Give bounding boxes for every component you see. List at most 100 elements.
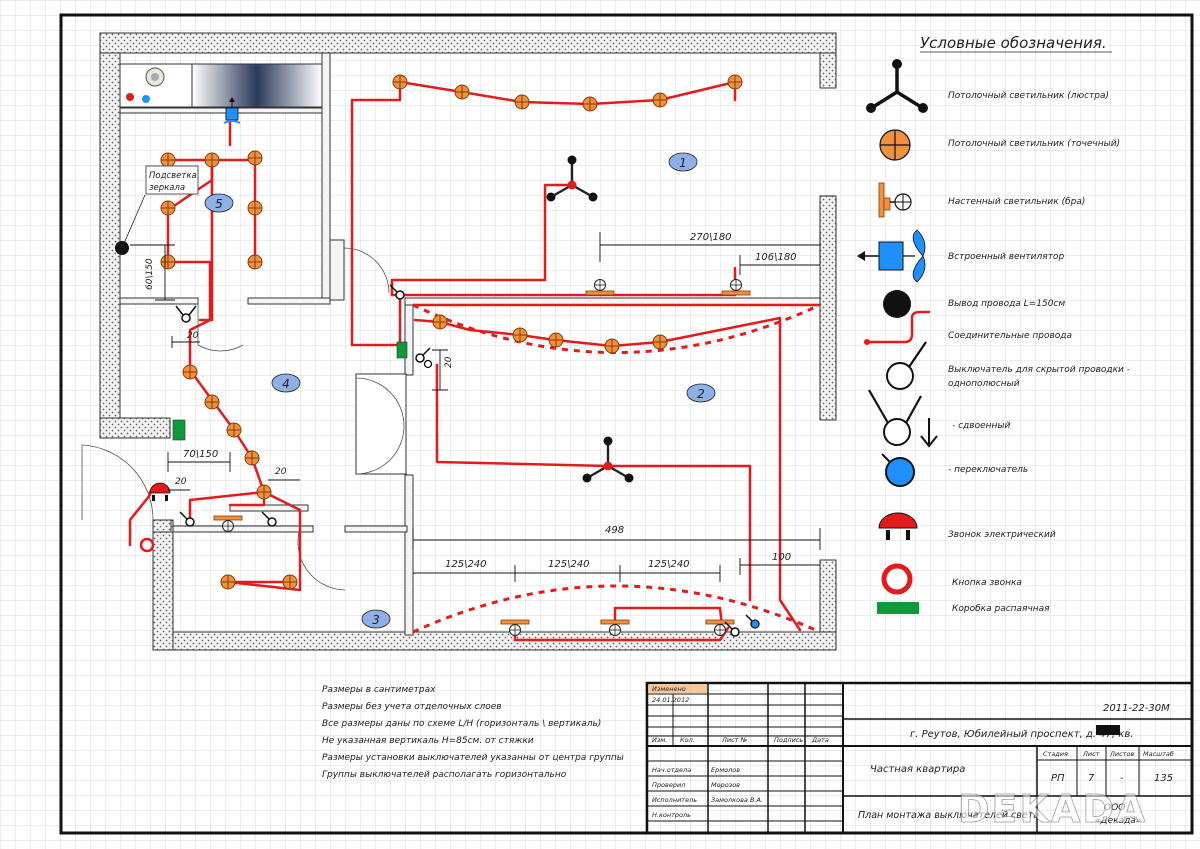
legend-label-0: Потолочный светильник (люстра) bbox=[948, 91, 1109, 101]
bell-icon bbox=[878, 512, 918, 540]
room-label-4: 4 bbox=[282, 377, 290, 391]
note-3: Не указанная вертикаль H=85см. от стяжки bbox=[322, 736, 534, 746]
tb-hdr-kol: Кол. bbox=[680, 736, 695, 744]
note-2: Все размеры даны по схеме L/H (горизонта… bbox=[322, 719, 601, 729]
dimension-lines bbox=[130, 232, 821, 582]
fan-icon bbox=[857, 229, 926, 283]
room-label-1: 1 bbox=[679, 156, 687, 170]
bell-button-icon bbox=[881, 563, 913, 595]
tb-changed-label: Изменено bbox=[652, 685, 686, 693]
legend-label-2: Настенный светильник (бра) bbox=[948, 197, 1085, 207]
tb-code: 2011-22-30М bbox=[1103, 703, 1170, 714]
mirror-note-line-2: зеркала bbox=[149, 183, 185, 193]
tb-role-0: Нач.отдела bbox=[652, 766, 691, 774]
tb-val-list: 7 bbox=[1088, 773, 1095, 784]
tb-role-3: Н.контроль bbox=[652, 811, 691, 819]
door-bell bbox=[149, 482, 171, 501]
dim-100: 100 bbox=[772, 552, 791, 563]
bath-fan bbox=[223, 97, 241, 124]
wall-light-icon bbox=[878, 182, 912, 218]
note-0: Размеры в сантиметрах bbox=[322, 685, 436, 695]
dim-20-a: 20 bbox=[187, 331, 199, 341]
spot-light-icon bbox=[879, 129, 911, 161]
tb-org-1: ООО bbox=[1104, 803, 1125, 813]
tb-val-stadia: РП bbox=[1051, 773, 1065, 784]
dim-70-150: 70\150 bbox=[183, 449, 218, 460]
dim-270-180: 270\180 bbox=[690, 232, 732, 243]
dimension-labels: 270\180 106\180 498 125\240 125\240 125\… bbox=[145, 232, 797, 570]
switches bbox=[175, 284, 760, 637]
wire-icon bbox=[867, 310, 930, 344]
tb-hdr-izm: Изм. bbox=[652, 736, 667, 744]
legend-title: Условные обозначения. bbox=[920, 34, 1107, 52]
tb-name-1: Морозов bbox=[711, 781, 740, 789]
mirror-note-line-1: Подсветка bbox=[149, 171, 197, 181]
tb-col-list: Лист bbox=[1082, 750, 1100, 758]
tb-address: г. Реутов, Юбилейный проспект, д. 47, кв… bbox=[910, 728, 1133, 740]
dim-106-180: 106\180 bbox=[755, 252, 797, 263]
chandelier-icon bbox=[866, 59, 928, 113]
junction-box-corridor bbox=[396, 341, 408, 359]
note-4: Размеры установки выключателей указанны … bbox=[322, 753, 624, 763]
tb-val-listov: - bbox=[1120, 773, 1124, 784]
dim-125-240-b: 125\240 bbox=[548, 559, 590, 570]
bell-button bbox=[139, 537, 155, 553]
dim-20-c: 20 bbox=[175, 477, 187, 487]
legend-label-11: Коробка распаячная bbox=[952, 604, 1050, 614]
bathroom-fixtures bbox=[119, 63, 323, 108]
dim-60-150: 60\150 bbox=[145, 258, 155, 290]
tb-hdr-podpis: Подпись bbox=[774, 736, 803, 744]
junction-box-entry bbox=[172, 419, 186, 441]
double-switch-icon bbox=[868, 389, 938, 448]
note-1: Размеры без учета отделочных слоев bbox=[322, 702, 502, 712]
title-block bbox=[645, 681, 1194, 835]
single-switch-icon bbox=[886, 341, 927, 390]
legend-label-7: - сдвоенный bbox=[952, 421, 1011, 431]
mirror-note-box bbox=[145, 165, 199, 195]
wire-outlet-icon bbox=[883, 290, 911, 318]
legend-label-9: Звонок электрический bbox=[948, 530, 1056, 540]
tb-sheet-title: План монтажа выключателей света bbox=[858, 810, 1039, 821]
tb-name-2: Замолкова В.А. bbox=[711, 796, 763, 804]
legend-label-6b: однополюсный bbox=[948, 379, 1020, 389]
dim-125-240-a: 125\240 bbox=[445, 559, 487, 570]
title-block-text: Изменено 24.01.2012 Изм. Кол. Лист № Под… bbox=[652, 685, 1174, 826]
mirror-leader bbox=[121, 194, 146, 249]
legend: Условные обозначения. Потолочный светиль… bbox=[857, 34, 1130, 614]
dim-20-b: 20 bbox=[444, 356, 454, 368]
room-label-3: 3 bbox=[372, 613, 380, 627]
address-redaction bbox=[1096, 725, 1120, 735]
note-5: Группы выключателей располагать горизонт… bbox=[322, 770, 567, 780]
toggle-switch-icon bbox=[881, 453, 915, 487]
legend-label-6: Выключатель для скрытой проводки - bbox=[948, 365, 1130, 375]
legend-label-5: Соединительные провода bbox=[948, 331, 1072, 341]
room-label-2: 2 bbox=[697, 387, 705, 401]
junction-box-icon bbox=[877, 602, 919, 614]
tb-hdr-data: Дата bbox=[811, 736, 829, 744]
dim-125-240-c: 125\240 bbox=[648, 559, 690, 570]
room-labels: 1 2 3 4 5 bbox=[204, 152, 716, 629]
dim-20-d: 20 bbox=[275, 467, 287, 477]
tb-col-listov: Листов bbox=[1109, 750, 1134, 758]
tb-hdr-list: Лист № bbox=[721, 736, 748, 744]
dim-498: 498 bbox=[605, 525, 624, 536]
tb-changed-date: 24.01.2012 bbox=[652, 696, 689, 704]
doors bbox=[81, 247, 405, 591]
legend-label-1: Потолочный светильник (точечный) bbox=[948, 139, 1120, 149]
watermark: DEKADA bbox=[958, 787, 1147, 831]
tb-org-2: «Декада» bbox=[1095, 816, 1141, 826]
tb-col-masshtab: Масштаб bbox=[1143, 750, 1174, 758]
legend-label-8: - переключатель bbox=[948, 465, 1028, 475]
legend-label-4: Вывод провода L=150см bbox=[948, 299, 1065, 309]
notes: Размеры в сантиметрах Размеры без учета … bbox=[322, 685, 624, 780]
tb-col-stadia: Стадия bbox=[1043, 750, 1068, 758]
tb-object-name: Частная квартира bbox=[870, 764, 965, 775]
tb-val-masshtab: 135 bbox=[1154, 773, 1173, 784]
tb-role-1: Проверил bbox=[652, 781, 685, 789]
drawing-frame bbox=[59, 13, 1194, 835]
legend-label-10: Кнопка звонка bbox=[952, 578, 1022, 588]
tb-name-0: Ермолов bbox=[711, 766, 740, 774]
walls bbox=[99, 32, 837, 651]
